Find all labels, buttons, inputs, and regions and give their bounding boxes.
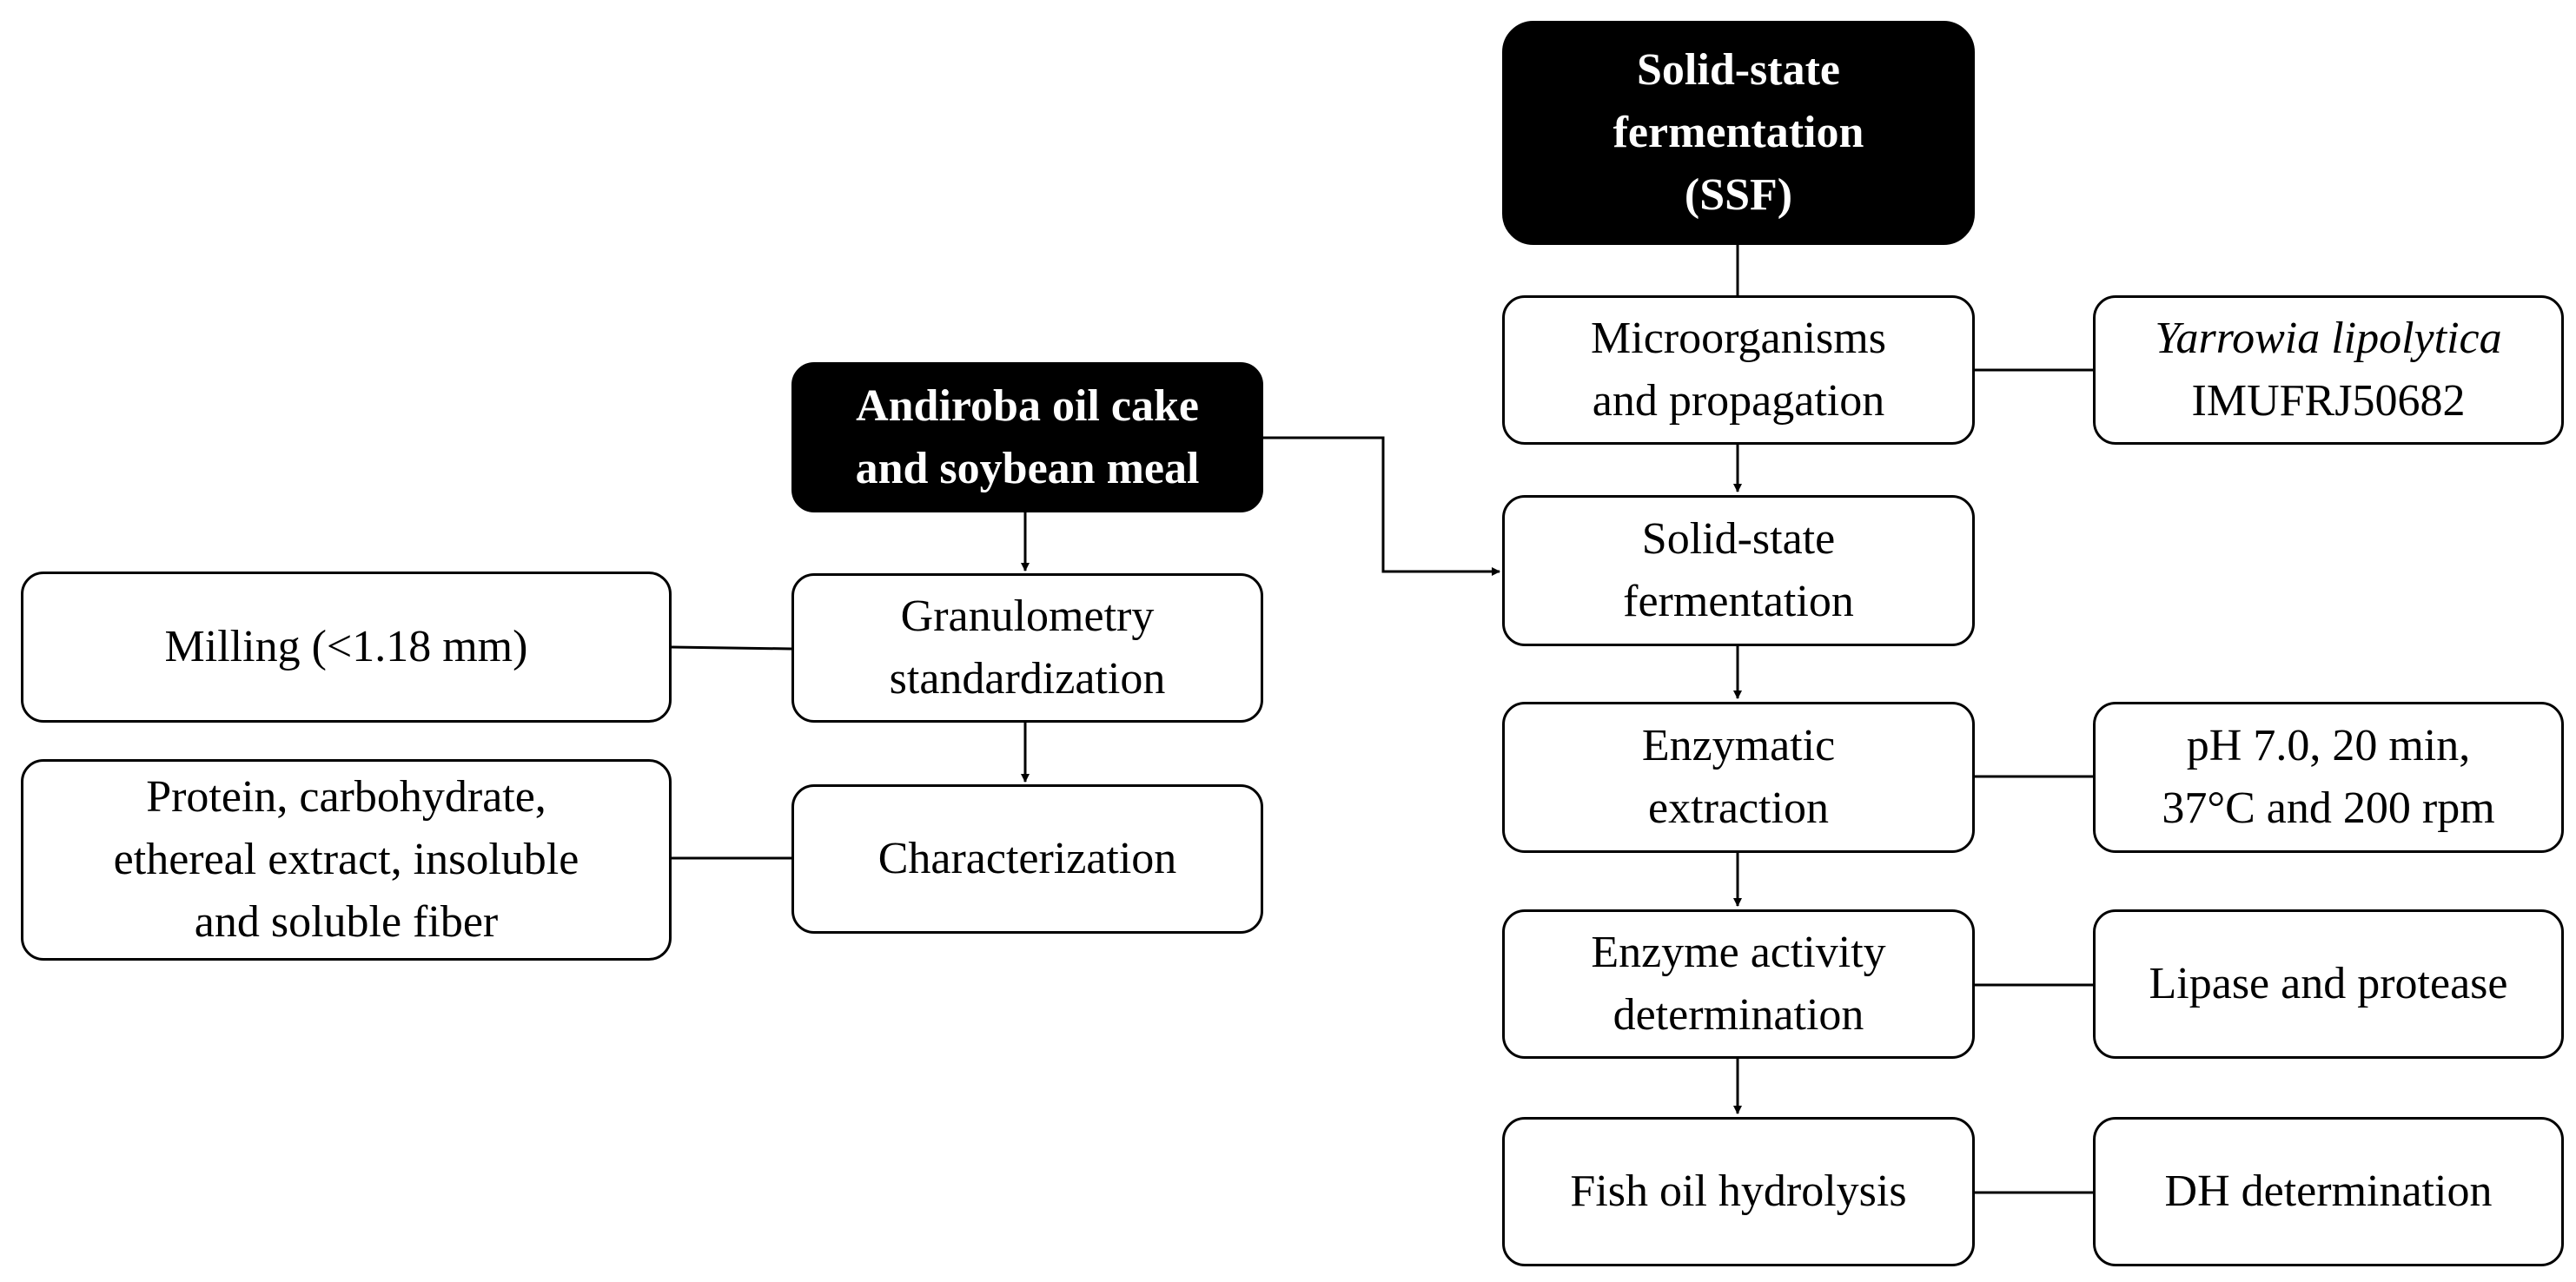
source-material-box: Andiroba oil cake and soybean meal [791, 362, 1263, 512]
granulometry-line-1: Granulometry [900, 591, 1155, 642]
enzymes-text: Lipase and protease [2149, 959, 2508, 1009]
header-line-2: fermentation [1612, 108, 1864, 158]
link-milling-granulometry [671, 645, 792, 651]
microorganisms-box: Microorganisms and propagation [1502, 295, 1975, 445]
header-line-3: (SSF) [1684, 169, 1793, 220]
arrow-source-to-ssf [1262, 436, 1500, 576]
strain-species: Yarrowia lipolytica [2155, 314, 2502, 364]
ssf-header-box: Solid-state fermentation (SSF) [1502, 21, 1975, 245]
extraction-line-2: extraction [1648, 783, 1829, 833]
strain-code: IMUFRJ50682 [2191, 376, 2466, 426]
extraction-box: Enzymatic extraction [1502, 702, 1975, 853]
ssf-step-box: Solid-state fermentation [1502, 495, 1975, 646]
granulometry-box: Granulometry standardization [791, 573, 1263, 723]
conditions-line-1: pH 7.0, 20 min, [2186, 721, 2471, 771]
milling-text: Milling (<1.18 mm) [164, 622, 528, 672]
ssf-step-line-1: Solid-state [1641, 514, 1836, 565]
characterization-box: Characterization [791, 784, 1263, 934]
enzymes-box: Lipase and protease [2093, 909, 2564, 1059]
activity-line-2: determination [1612, 990, 1864, 1040]
activity-box: Enzyme activity determination [1502, 909, 1975, 1059]
composition-line-1: Protein, carbohydrate, [146, 772, 546, 823]
extraction-line-1: Enzymatic [1641, 721, 1836, 771]
hydrolysis-box: Fish oil hydrolysis [1502, 1117, 1975, 1266]
hydrolysis-text: Fish oil hydrolysis [1570, 1166, 1907, 1217]
composition-box: Protein, carbohydrate, ethereal extract,… [21, 759, 672, 961]
milling-box: Milling (<1.18 mm) [21, 572, 672, 723]
microorganisms-line-1: Microorganisms [1591, 314, 1886, 364]
strain-box: Yarrowia lipolytica IMUFRJ50682 [2093, 295, 2564, 445]
header-line-1: Solid-state [1637, 45, 1840, 96]
conditions-line-2: 37°C and 200 rpm [2162, 783, 2495, 833]
characterization-text: Characterization [877, 834, 1177, 884]
granulometry-line-2: standardization [889, 654, 1166, 704]
extraction-conditions-box: pH 7.0, 20 min, 37°C and 200 rpm [2093, 702, 2564, 853]
dh-text: DH determination [2164, 1166, 2493, 1217]
source-line-1: Andiroba oil cake [856, 380, 1199, 431]
composition-line-3: and soluble fiber [194, 896, 499, 947]
dh-box: DH determination [2093, 1117, 2564, 1266]
source-line-2: and soybean meal [855, 443, 1200, 493]
microorganisms-line-2: and propagation [1592, 376, 1885, 426]
activity-line-1: Enzyme activity [1591, 928, 1886, 978]
composition-line-2: ethereal extract, insoluble [113, 835, 579, 885]
ssf-step-line-2: fermentation [1623, 577, 1854, 626]
